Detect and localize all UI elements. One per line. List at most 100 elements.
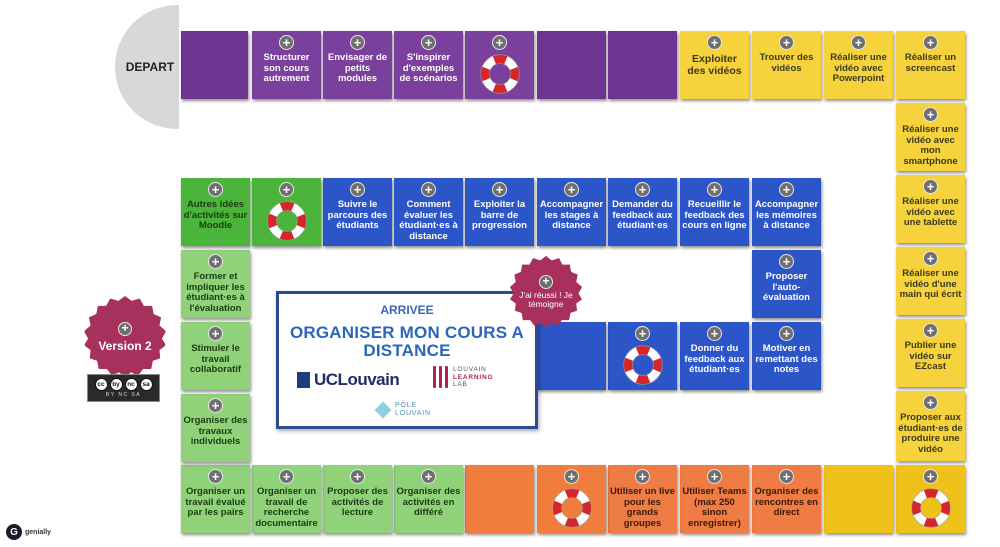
plus-icon[interactable]: + xyxy=(118,321,132,336)
plus-icon[interactable]: + xyxy=(779,326,794,341)
tile-label: Utiliser Teams (max 250 sinon enregistre… xyxy=(682,486,747,529)
tile-donner-feedback[interactable]: + Donner du feedback aux étudiant·es xyxy=(680,322,749,390)
tile-video-powerpoint[interactable]: + Réaliser une vidéo avec Powerpoint xyxy=(824,31,893,99)
plus-icon[interactable]: + xyxy=(421,35,436,50)
tile-lifebuoy-blue[interactable]: + xyxy=(608,322,677,390)
tile-structurer[interactable]: + Structurer son cours autrement xyxy=(252,31,321,99)
plus-icon[interactable]: + xyxy=(208,326,223,341)
by-icon: by xyxy=(109,378,123,391)
tile-lifebuoy-top[interactable]: + xyxy=(465,31,534,99)
plus-icon[interactable]: + xyxy=(923,395,938,410)
tile-stages-distance[interactable]: + Accompagner les stages à distance xyxy=(537,178,606,246)
tile-lifebuoy-corner[interactable]: + xyxy=(896,465,965,533)
tile-former-evaluation[interactable]: + Former et impliquer les étudiant·es à … xyxy=(181,250,250,318)
plus-icon[interactable]: + xyxy=(564,182,579,197)
plus-icon[interactable]: + xyxy=(350,182,365,197)
plus-icon[interactable]: + xyxy=(279,182,294,197)
plus-icon[interactable]: + xyxy=(635,469,650,484)
tile-screencast[interactable]: + Réaliser un screencast xyxy=(896,31,965,99)
plus-icon[interactable]: + xyxy=(421,182,436,197)
genially-text: genially xyxy=(25,528,52,536)
plus-icon[interactable]: + xyxy=(707,326,722,341)
tile-exploiter-videos[interactable]: + Exploiter des vidéos xyxy=(680,31,749,99)
plus-icon[interactable]: + xyxy=(851,35,866,50)
plus-icon[interactable]: + xyxy=(492,182,507,197)
tile-memoires-distance[interactable]: + Accompagner les mémoires à distance xyxy=(752,178,821,246)
tile-barre-progression[interactable]: + Exploiter la barre de progression xyxy=(465,178,534,246)
tile-ezcast[interactable]: + Publier une vidéo sur EZcast xyxy=(896,319,965,387)
tile-label: Réaliser une vidéo avec une tablette xyxy=(902,196,959,228)
tile-teams[interactable]: + Utiliser Teams (max 250 sinon enregist… xyxy=(680,465,749,533)
version-badge[interactable]: + Version 2 xyxy=(84,296,166,378)
plus-icon[interactable]: + xyxy=(208,254,223,269)
plus-icon[interactable]: + xyxy=(635,326,650,341)
start-label: DEPART xyxy=(125,60,175,74)
tile-lifebuoy-bottom[interactable]: + xyxy=(537,465,606,533)
tile-live-groupes[interactable]: + Utiliser un live pour les grands group… xyxy=(608,465,677,533)
tile-remettant-notes[interactable]: + Motiver en remettant des notes xyxy=(752,322,821,390)
genially-logo[interactable]: G genially xyxy=(6,524,51,540)
tile-label: Recueillir le feedback des cours en lign… xyxy=(682,199,747,231)
plus-icon[interactable]: + xyxy=(923,323,938,338)
tile-label: Réaliser un screencast xyxy=(904,52,957,74)
tile-empty-blue xyxy=(537,322,606,390)
plus-icon[interactable]: + xyxy=(779,469,794,484)
tile-activites-differe[interactable]: + Organiser des activités en différé xyxy=(394,465,463,533)
plus-icon[interactable]: + xyxy=(564,469,579,484)
lll-line3: LAB xyxy=(453,381,468,388)
plus-icon[interactable]: + xyxy=(208,182,223,197)
plus-icon[interactable]: + xyxy=(923,35,938,50)
lll-text: LOUVAIN LEARNING LAB xyxy=(453,366,493,389)
plus-icon[interactable]: + xyxy=(707,182,722,197)
success-badge-label: J'ai réussi ! Je témoigne xyxy=(519,289,573,309)
tile-demander-feedback[interactable]: + Demander du feedback aux étudiant·es xyxy=(608,178,677,246)
tile-activites-lecture[interactable]: + Proposer des activités de lecture xyxy=(323,465,392,533)
plus-icon[interactable]: + xyxy=(635,182,650,197)
plus-icon[interactable]: + xyxy=(779,35,794,50)
arrival-panel: ARRIVEE ORGANISER MON COURS A DISTANCE U… xyxy=(276,291,538,429)
plus-icon[interactable]: + xyxy=(779,182,794,197)
tile-label: Proposer aux étudiant·es de produire une… xyxy=(898,412,963,455)
tile-autres-idees[interactable]: + Autres idées d'activités sur Moodle xyxy=(181,178,250,246)
plus-icon[interactable]: + xyxy=(779,254,794,269)
tile-label: Demander du feedback aux étudiant·es xyxy=(612,199,673,231)
cc-license-badge[interactable]: cc by nc sa BY NC SA xyxy=(87,374,160,402)
plus-icon[interactable]: + xyxy=(350,469,365,484)
tile-rencontres-direct[interactable]: + Organiser des rencontres en direct xyxy=(752,465,821,533)
plus-icon[interactable]: + xyxy=(923,179,938,194)
tile-evaluer-distance[interactable]: + Comment évaluer les étudiant·es à dist… xyxy=(394,178,463,246)
tile-video-main[interactable]: + Réaliser une vidéo d'une main qui écri… xyxy=(896,247,965,315)
plus-icon[interactable]: + xyxy=(539,274,553,289)
tile-etudiants-video[interactable]: + Proposer aux étudiant·es de produire u… xyxy=(896,391,965,461)
tile-empty-orange xyxy=(465,465,534,533)
plus-icon[interactable]: + xyxy=(923,107,938,122)
plus-icon[interactable]: + xyxy=(492,35,507,50)
tile-suivre-parcours[interactable]: + Suivre le parcours des étudiants xyxy=(323,178,392,246)
tile-travail-collaboratif[interactable]: + Stimuler le travail collaboratif xyxy=(181,322,250,390)
tile-auto-evaluation[interactable]: + Proposer l'auto-évaluation xyxy=(752,250,821,318)
plus-icon[interactable]: + xyxy=(279,35,294,50)
plus-icon[interactable]: + xyxy=(707,35,722,50)
tile-evalue-pairs[interactable]: + Organiser un travail évalué par les pa… xyxy=(181,465,250,533)
plus-icon[interactable]: + xyxy=(707,469,722,484)
tile-trouver-videos[interactable]: + Trouver des vidéos xyxy=(752,31,821,99)
tile-label: Organiser des rencontres en direct xyxy=(754,486,819,518)
tile-video-smartphone[interactable]: + Réaliser une vidéo avec mon smartphone xyxy=(896,103,965,171)
tile-label: Comment évaluer les étudiant·es à distan… xyxy=(399,199,458,242)
tile-video-tablette[interactable]: + Réaliser une vidéo avec une tablette xyxy=(896,175,965,243)
plus-icon[interactable]: + xyxy=(279,469,294,484)
tile-travaux-individuels[interactable]: + Organiser des travaux individuels xyxy=(181,394,250,462)
plus-icon[interactable]: + xyxy=(923,251,938,266)
uclouvain-logo: UCLouvain xyxy=(297,370,400,390)
plus-icon[interactable]: + xyxy=(350,35,365,50)
genially-icon: G xyxy=(6,524,22,540)
tile-recherche-doc[interactable]: + Organiser un travail de recherche docu… xyxy=(252,465,321,533)
tile-lifebuoy-green[interactable]: + xyxy=(252,178,321,246)
plus-icon[interactable]: + xyxy=(421,469,436,484)
plus-icon[interactable]: + xyxy=(208,398,223,413)
tile-petits-modules[interactable]: + Envisager de petits modules xyxy=(323,31,392,99)
tile-recueillir-feedback[interactable]: + Recueillir le feedback des cours en li… xyxy=(680,178,749,246)
tile-exemples-scenarios[interactable]: + S'inspirer d'exemples de scénarios xyxy=(394,31,463,99)
plus-icon[interactable]: + xyxy=(923,469,938,484)
plus-icon[interactable]: + xyxy=(208,469,223,484)
